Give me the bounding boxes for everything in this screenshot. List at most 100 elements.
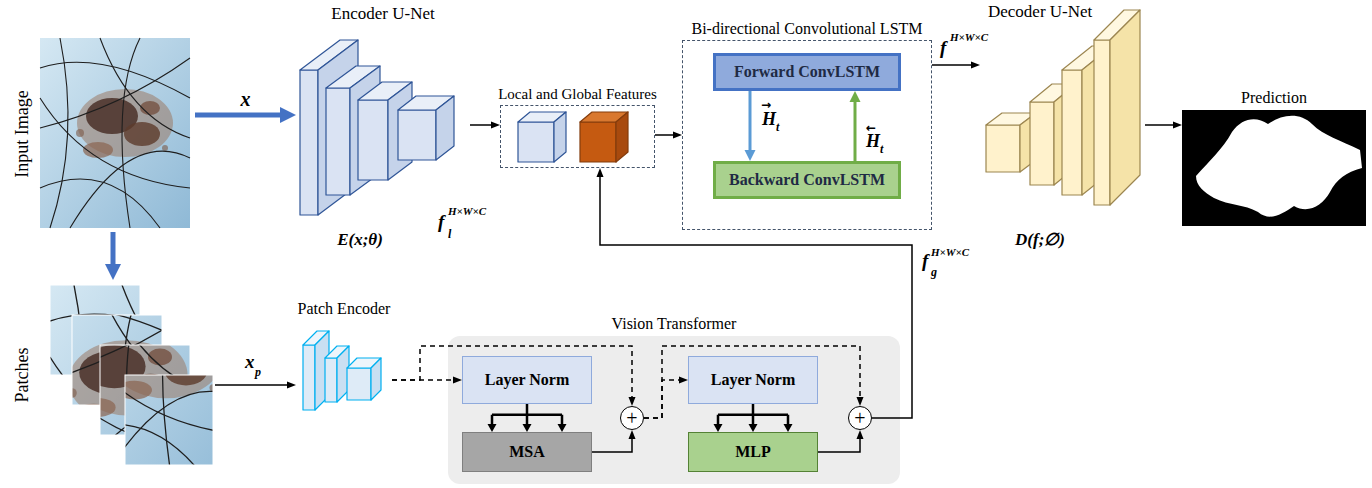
illustration-part bbox=[616, 112, 628, 162]
arrow-head bbox=[679, 377, 688, 384]
connector bbox=[1145, 122, 1182, 129]
illustration-part bbox=[580, 122, 616, 162]
connector bbox=[105, 232, 121, 280]
arrow-head bbox=[857, 397, 864, 406]
illustration-part bbox=[1062, 70, 1082, 195]
math-label: f bbox=[438, 212, 444, 231]
box-label: Layer Norm bbox=[711, 371, 796, 389]
node-title: Prediction bbox=[1241, 89, 1307, 107]
math-label: f bbox=[922, 251, 928, 270]
arrow-head bbox=[280, 107, 296, 123]
connector-line bbox=[470, 124, 492, 126]
connector-line bbox=[749, 91, 752, 151]
illustration-part bbox=[300, 70, 318, 215]
connector-line bbox=[600, 176, 912, 418]
connector bbox=[644, 377, 688, 419]
arrow-head bbox=[629, 430, 636, 439]
math-label: H×W×C bbox=[448, 206, 486, 217]
connector bbox=[592, 430, 636, 452]
norm-box: Layer Norm bbox=[462, 356, 592, 404]
math-label: l bbox=[448, 228, 451, 240]
math-label: H bbox=[762, 110, 776, 128]
node-title: D(f;∅) bbox=[1015, 230, 1065, 250]
node-title: Bi-directional Convolutional LSTM bbox=[691, 20, 922, 38]
arrow-head bbox=[745, 150, 756, 161]
connector-line bbox=[932, 64, 972, 66]
arrow-head bbox=[488, 424, 497, 432]
add-circle: + bbox=[848, 406, 872, 430]
illustration-part bbox=[580, 112, 628, 162]
connector-line bbox=[195, 113, 282, 118]
arrow-head bbox=[857, 430, 864, 439]
illustration-part bbox=[1182, 110, 1366, 226]
feature-box: Local and Global Features bbox=[500, 105, 655, 168]
connector bbox=[470, 122, 500, 129]
arrow-head bbox=[558, 424, 567, 432]
connector bbox=[850, 91, 861, 161]
node-title: Input Image bbox=[12, 90, 33, 177]
patch-photos bbox=[24, 259, 242, 488]
connector bbox=[818, 430, 864, 452]
connector-line bbox=[718, 404, 788, 425]
illustration-part bbox=[303, 345, 315, 410]
node-title: Encoder U-Net bbox=[331, 4, 434, 24]
connector bbox=[195, 107, 296, 123]
math-label: g bbox=[931, 266, 937, 278]
math-label: x bbox=[245, 352, 255, 371]
box-label: MSA bbox=[509, 443, 545, 461]
connector bbox=[597, 168, 913, 418]
arrow-head bbox=[749, 424, 758, 432]
illustration-part bbox=[518, 122, 554, 162]
lstm-box: Backward ConvLSTM bbox=[713, 161, 901, 199]
math-label: H×W×C bbox=[931, 247, 969, 258]
decoder-cubes bbox=[986, 10, 1140, 205]
illustration-part bbox=[398, 110, 436, 160]
illustration-part bbox=[66, 259, 242, 482]
arrow-head bbox=[629, 397, 636, 406]
math-label: t bbox=[776, 121, 779, 133]
math-label: p bbox=[255, 366, 261, 378]
connector-line bbox=[854, 101, 857, 161]
connector-line bbox=[215, 384, 288, 386]
box-label: Backward ConvLSTM bbox=[729, 171, 885, 189]
illustration-part bbox=[358, 100, 388, 180]
decoder-block: Decoder U-NetD(f;∅) bbox=[980, 2, 1145, 250]
norm-box: Layer Norm bbox=[688, 356, 818, 404]
feature-cubes bbox=[518, 112, 628, 162]
patch-stack: Patches bbox=[8, 280, 215, 470]
illustration-part bbox=[40, 38, 190, 228]
prediction-mask: Prediction bbox=[1182, 110, 1366, 226]
arrow-head bbox=[1173, 122, 1182, 129]
connector bbox=[392, 346, 636, 406]
connector bbox=[714, 404, 793, 432]
math-label: H×W×C bbox=[950, 32, 988, 43]
box-label: + bbox=[626, 408, 637, 428]
illustration-part bbox=[554, 112, 566, 162]
connector-line bbox=[492, 404, 562, 425]
lstm-box: Forward ConvLSTM bbox=[713, 53, 901, 91]
attention-box: MSA bbox=[462, 432, 592, 472]
illustration-part bbox=[125, 375, 213, 465]
connector-line bbox=[818, 438, 860, 452]
add-circle: + bbox=[620, 406, 644, 430]
arrow-head bbox=[523, 424, 532, 432]
node-title: Decoder U-Net bbox=[988, 2, 1092, 22]
illustration-part bbox=[436, 96, 454, 160]
box-label: + bbox=[854, 408, 865, 428]
math-label: f bbox=[940, 38, 946, 57]
arrow-head bbox=[784, 424, 793, 432]
illustration-part bbox=[1030, 102, 1054, 185]
input-image: Input Image bbox=[8, 35, 195, 232]
patch-encoder: Patch Encoder bbox=[296, 300, 392, 412]
arrow-head bbox=[673, 132, 682, 139]
connector-line bbox=[111, 232, 116, 266]
arrow-head bbox=[105, 264, 121, 280]
math-label: H bbox=[866, 132, 880, 150]
arrow-head bbox=[714, 424, 723, 432]
bilstm-box: Bi-directional Convolutional LSTMForward… bbox=[682, 40, 932, 230]
connector-line bbox=[592, 438, 632, 452]
node-title: Vision Transformer bbox=[612, 315, 737, 333]
math-label: t bbox=[880, 143, 883, 155]
